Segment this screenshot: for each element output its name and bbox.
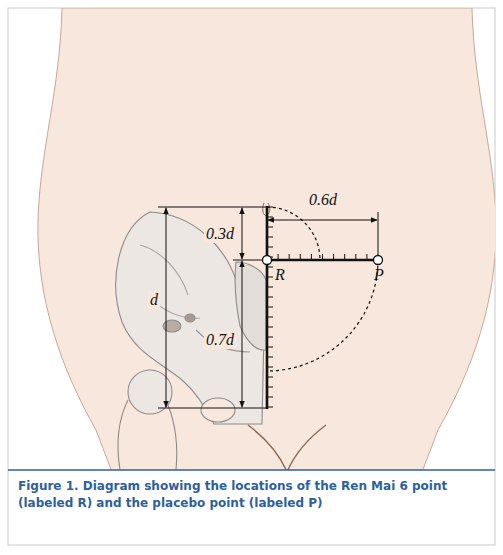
groin-line bbox=[248, 425, 326, 470]
point-label: P bbox=[372, 266, 386, 284]
pelvis bbox=[116, 212, 266, 470]
dimension-label: 0.3d bbox=[204, 225, 236, 243]
dimension-label: 0.7d bbox=[204, 331, 236, 349]
dimension-label: 0.6d bbox=[307, 191, 339, 209]
point-marker bbox=[374, 256, 383, 265]
dimension-label: d bbox=[148, 291, 160, 309]
ruler bbox=[267, 206, 378, 409]
figure-caption: Figure 1. Diagram showing the locations … bbox=[18, 478, 480, 513]
dimension-lines bbox=[158, 207, 378, 408]
point-marker bbox=[263, 256, 272, 265]
point-label: R bbox=[273, 266, 287, 284]
caption-rule bbox=[8, 469, 495, 471]
ruler-ticks bbox=[267, 207, 378, 407]
torso bbox=[38, 8, 495, 470]
arc bbox=[267, 207, 378, 371]
